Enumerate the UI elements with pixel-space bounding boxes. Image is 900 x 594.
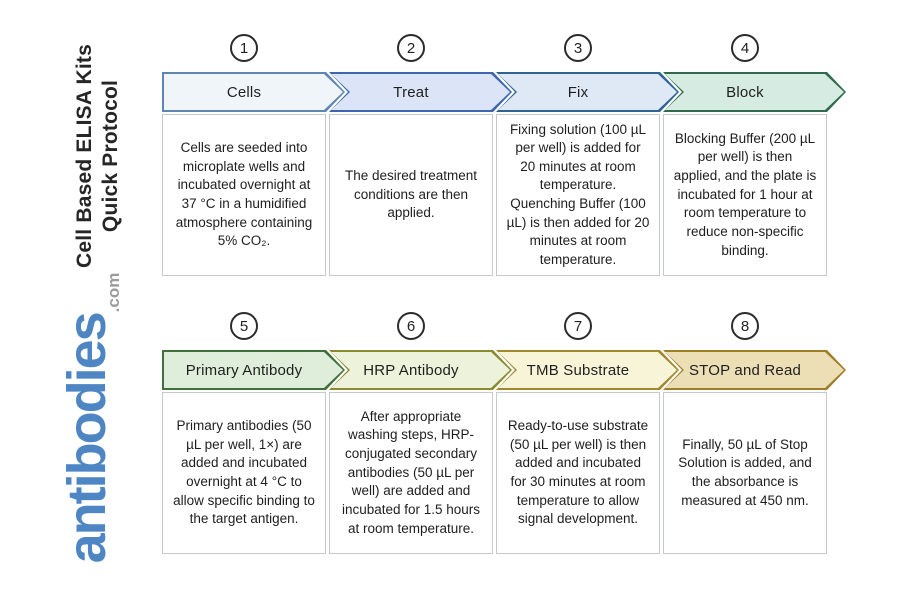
step-arrow-banner: Fix [496, 72, 679, 112]
step-number-badge: 1 [230, 34, 258, 62]
step-title: TMB Substrate [526, 361, 630, 379]
page-title-line1: Cell Based ELISA Kits [73, 44, 96, 268]
step-description: Fixing solution (100 µL per well) is add… [506, 121, 650, 267]
arrow-fill [498, 74, 677, 110]
arrow-fill [164, 352, 343, 388]
step-title: HRP Antibody [363, 361, 459, 379]
step-title: Block [726, 83, 764, 101]
step-title: Fix [567, 83, 589, 101]
arrow-fill [331, 74, 510, 110]
step-description: The desired treatment conditions are the… [344, 168, 478, 221]
protocol-steps: 1 Cells Cells are seeded into microplate… [162, 0, 892, 594]
step-number-badge: 8 [731, 312, 759, 340]
antibodies-logo: antibodies.com [57, 272, 128, 564]
step-description: After appropriate washing steps, HRP-con… [341, 408, 481, 536]
step-description-box: Blocking Buffer (200 µL per well) is the… [663, 114, 827, 276]
step-number: 5 [239, 317, 249, 335]
step-description: Blocking Buffer (200 µL per well) is the… [673, 130, 817, 258]
arrow-fill [498, 352, 677, 388]
step-number-badge: 7 [564, 312, 592, 340]
page-title: Cell Based ELISA Kits Quick Protocol [72, 25, 126, 287]
step-arrow-banner: HRP Antibody [329, 350, 512, 390]
step-description-box: Primary antibodies (50 µL per well, 1×) … [162, 392, 326, 554]
step-description-box: The desired treatment conditions are the… [329, 114, 493, 276]
step-number-badge: 3 [564, 34, 592, 62]
logo-wordmark: antibodies [57, 313, 117, 564]
arrow-fill [665, 352, 844, 388]
step-arrow-banner: STOP and Read [663, 350, 846, 390]
step-number: 6 [406, 317, 416, 335]
step-number: 2 [406, 39, 416, 57]
step-number-badge: 4 [731, 34, 759, 62]
arrow-fill [665, 74, 844, 110]
arrow-fill [164, 74, 343, 110]
step-number-badge: 5 [230, 312, 258, 340]
step-arrow-banner: Treat [329, 72, 512, 112]
step-description-box: Finally, 50 µL of Stop Solution is added… [663, 392, 827, 554]
step-description: Cells are seeded into microplate wells a… [175, 140, 313, 249]
step-number: 1 [239, 39, 249, 57]
step-title: Cells [226, 83, 262, 101]
step-number-badge: 6 [397, 312, 425, 340]
step-arrow-banner: Block [663, 72, 846, 112]
step-arrow-banner: TMB Substrate [496, 350, 679, 390]
step-title: STOP and Read [688, 361, 802, 379]
step-arrow-banner: Cells [162, 72, 345, 112]
step-number: 3 [573, 39, 583, 57]
arrow-fill [331, 352, 510, 388]
logo-domain-suffix: .com [104, 272, 123, 313]
step-description: Ready-to-use substrate (50 µL per well) … [507, 418, 649, 527]
step-description-box: Cells are seeded into microplate wells a… [162, 114, 326, 276]
step-description: Primary antibodies (50 µL per well, 1×) … [173, 418, 315, 527]
step-number: 8 [740, 317, 750, 335]
page-title-line2: Quick Protocol [99, 79, 123, 233]
step-number-badge: 2 [397, 34, 425, 62]
step-title: Treat [393, 83, 429, 101]
step-description-box: Ready-to-use substrate (50 µL per well) … [496, 392, 660, 554]
step-title: Primary Antibody [185, 361, 303, 379]
step-number: 7 [573, 317, 583, 335]
step-arrow-banner: Primary Antibody [162, 350, 345, 390]
step-number: 4 [740, 39, 750, 57]
step-description-box: Fixing solution (100 µL per well) is add… [496, 114, 660, 276]
step-description: Finally, 50 µL of Stop Solution is added… [678, 436, 812, 508]
step-description-box: After appropriate washing steps, HRP-con… [329, 392, 493, 554]
